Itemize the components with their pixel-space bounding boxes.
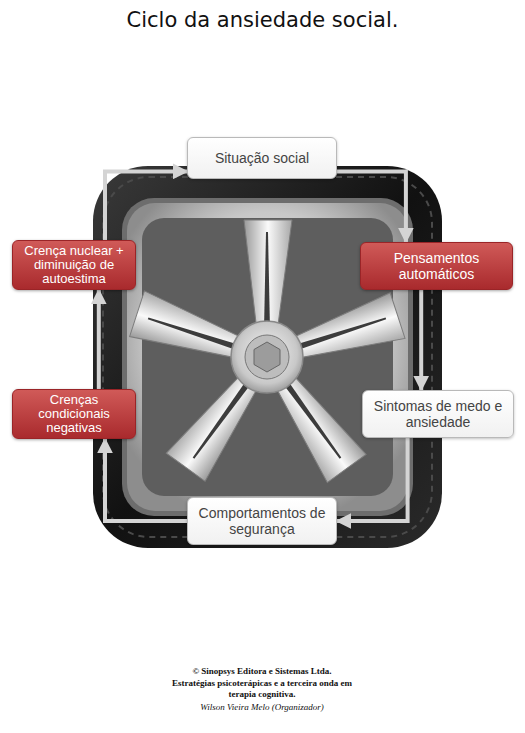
box-text: Sintomas de medo e ansiedade xyxy=(369,398,507,430)
box-text-group: Sintomas de medo e ansiedade xyxy=(369,398,507,430)
process-box: Situação social xyxy=(187,137,337,179)
cycle-arrow xyxy=(337,171,406,242)
cycle-arrow xyxy=(419,290,423,390)
box-text: Crenças condicionais negativas xyxy=(19,393,129,435)
cycle-arrow xyxy=(105,439,187,521)
credit-note: Estratégias psicoterápicas e a terceira … xyxy=(162,678,362,700)
box-text: Pensamentos automáticos xyxy=(367,250,506,282)
box-text: Comportamentos de segurança xyxy=(194,505,330,537)
credit-note: © Sinopsys Editora e Sistemas Ltda. xyxy=(162,666,362,677)
box-text: Crença nuclear + diminuição de autoestim… xyxy=(19,244,129,286)
box-text: Situação social xyxy=(215,150,309,166)
box-text-group: Crença nuclear + diminuição de autoestim… xyxy=(19,244,129,286)
highlight-box: Crença nuclear + diminuição de autoestim… xyxy=(12,240,136,290)
box-text-group: Crenças condicionais negativas xyxy=(19,393,129,435)
process-box: Sintomas de medo e ansiedade xyxy=(362,390,514,438)
box-text-group: Pensamentos automáticos xyxy=(367,250,506,282)
credit-note: Wilson Vieira Melo (Organizador) xyxy=(162,702,362,713)
diagram-title: Ciclo da ansiedade social. xyxy=(0,8,525,32)
process-box: Comportamentos de segurança xyxy=(187,497,337,545)
cycle-arrow xyxy=(97,290,101,389)
cycle-arrow xyxy=(337,438,408,521)
highlight-box: Pensamentos automáticos xyxy=(360,242,513,290)
highlight-box: Crenças condicionais negativas xyxy=(12,389,136,439)
box-text-group: Comportamentos de segurança xyxy=(194,505,330,537)
box-text-group: Situação social xyxy=(215,150,309,166)
cycle-arrow xyxy=(105,171,187,240)
